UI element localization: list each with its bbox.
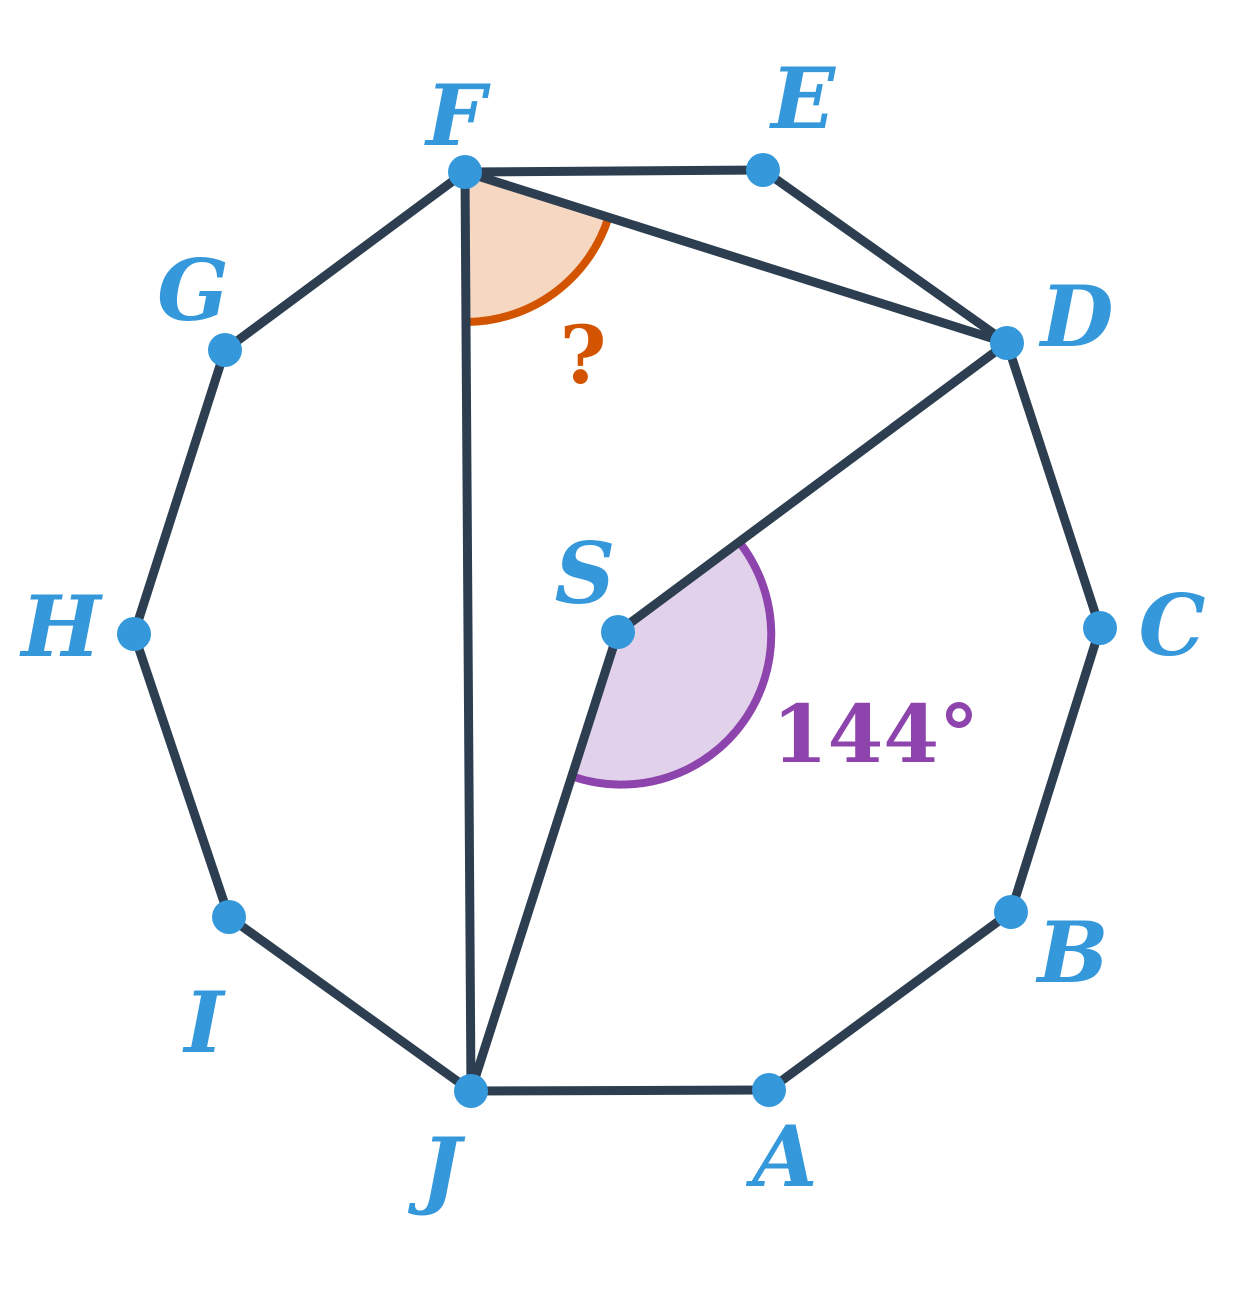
angle-dfj-label: ? xyxy=(560,308,607,402)
vertex-label-j: J xyxy=(407,1119,466,1218)
vertex-label-f: F xyxy=(424,66,491,165)
vertex-label-h: H xyxy=(19,577,103,676)
angle-dsj-fill xyxy=(574,543,772,785)
vertex-label-s: S xyxy=(555,524,616,623)
vertex-point-b xyxy=(994,895,1028,929)
angle-dsj-arc xyxy=(572,540,776,789)
vertex-point-j xyxy=(454,1074,488,1108)
vertex-label-b: B xyxy=(1036,903,1109,1002)
vertex-point-d xyxy=(990,326,1024,360)
vertex-point-e xyxy=(746,153,780,187)
vertex-label-c: C xyxy=(1139,576,1206,675)
vertex-label-e: E xyxy=(769,49,836,148)
vertex-point-c xyxy=(1083,611,1117,645)
vertex-point-f xyxy=(448,155,482,189)
vertex-point-g xyxy=(208,333,242,367)
vertex-label-a: A xyxy=(745,1107,817,1206)
vertex-point-a xyxy=(752,1073,786,1107)
vertex-label-g: G xyxy=(157,241,229,340)
vertex-label-d: D xyxy=(1039,267,1114,366)
vertex-point-s xyxy=(601,615,635,649)
segment-sj xyxy=(466,627,623,1096)
angle-dsj-marker xyxy=(572,540,776,789)
angle-dfj-arc xyxy=(466,217,612,326)
vertex-point-h xyxy=(117,617,151,651)
vertex-label-i: I xyxy=(182,973,226,1072)
angle-dsj-label: 144° xyxy=(772,687,979,781)
segment-sd xyxy=(613,338,1012,637)
segment-fj xyxy=(460,167,476,1096)
vertex-point-i xyxy=(212,900,246,934)
segment-fd xyxy=(460,167,1012,348)
